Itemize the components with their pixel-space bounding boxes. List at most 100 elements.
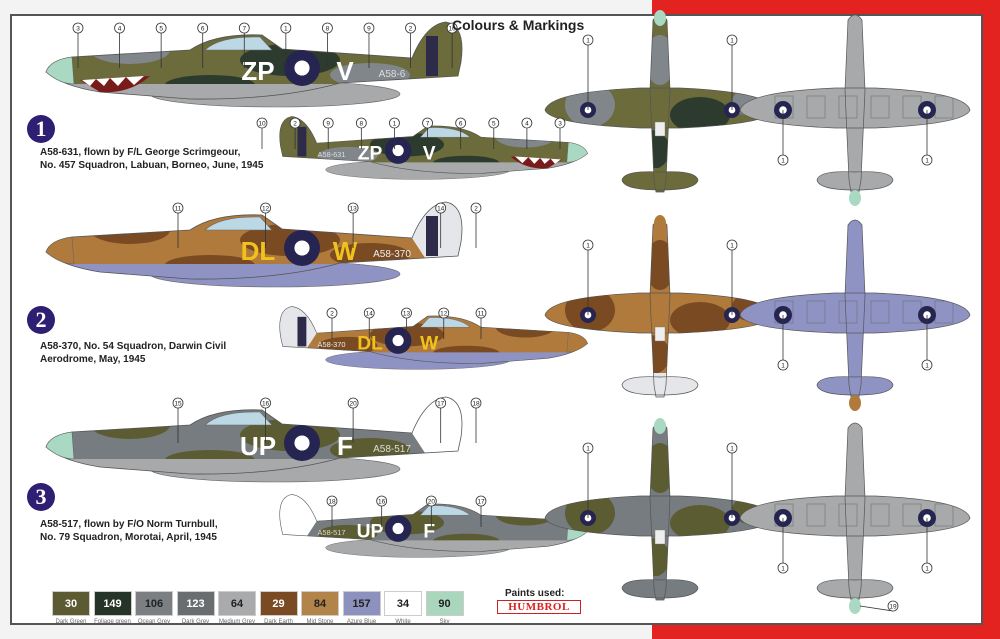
- underside: [279, 540, 588, 552]
- callout-number: 18: [328, 499, 336, 506]
- callout-number: 1: [925, 566, 929, 573]
- roundel-center: [392, 522, 404, 535]
- callout-number: 12: [262, 206, 270, 213]
- callout-marker: [470, 397, 482, 409]
- callout-marker: [554, 117, 566, 129]
- panel-line: [838, 503, 858, 527]
- cockpit: [654, 326, 666, 342]
- squadron-codes: DL: [241, 236, 276, 266]
- callout-number: 1: [284, 26, 288, 33]
- paint-swatch-30: 30: [52, 591, 90, 616]
- roundel-center: [294, 60, 310, 76]
- callout-marker: [455, 117, 467, 129]
- callout-number: 13: [403, 311, 411, 318]
- camo-patch: [90, 411, 170, 439]
- callout-number: 2: [409, 26, 413, 33]
- paint-swatch-84: 84: [301, 591, 339, 616]
- paint-swatch-64: 64: [218, 591, 256, 616]
- squadron-codes: ZP: [241, 56, 274, 86]
- callout-marker: [260, 397, 271, 409]
- callout-number: 12: [440, 311, 448, 318]
- squadron-codes: DL: [357, 333, 383, 354]
- camo-patch: [90, 216, 170, 244]
- paint-name: White: [395, 619, 411, 625]
- paint-name: Mid Stone: [306, 619, 334, 625]
- serial-number: A58-370: [318, 340, 346, 349]
- callout-number: 1: [730, 243, 734, 250]
- callout-number: 20: [428, 499, 436, 506]
- caption-line: A58-631, flown by F/L George Scrimgeour,: [40, 147, 241, 158]
- callout-marker: [401, 307, 412, 319]
- underside: [279, 162, 588, 174]
- caption-line: A58-517, flown by F/O Norm Turnbull,: [40, 519, 218, 530]
- fin-flash: [297, 316, 307, 347]
- callout-number: 14: [437, 206, 445, 213]
- aircraft-letter: W: [333, 236, 358, 266]
- callout-number: 6: [201, 26, 205, 33]
- callout-number: 19: [889, 604, 897, 611]
- serial-number: A58-370: [373, 249, 411, 260]
- callout-marker: [446, 22, 458, 34]
- fin-flash: [426, 216, 438, 256]
- callout-marker: [326, 495, 338, 507]
- tailplane: [545, 373, 775, 397]
- camo-patch: [495, 316, 555, 338]
- aircraft-letter: W: [420, 333, 439, 354]
- callout-number: 13: [350, 206, 358, 213]
- callout-number: 4: [525, 121, 529, 128]
- callout-number: 1: [925, 363, 929, 370]
- outline: [816, 171, 894, 191]
- serial-number: A58-631: [318, 150, 346, 159]
- scheme-number-3: 3: [27, 483, 55, 511]
- caption-line: Aerodrome, May, 1945: [40, 354, 146, 365]
- callout-number: 2: [330, 311, 334, 318]
- bottom-view: [739, 422, 971, 614]
- panel-line: [838, 300, 858, 324]
- callout-number: 16: [378, 499, 386, 506]
- panel-line: [806, 95, 826, 119]
- side-view: DL W A58-370: [45, 201, 463, 288]
- callout-number: 11: [478, 311, 485, 318]
- callout-marker: [256, 117, 268, 129]
- side-view: DL W A58-370: [279, 306, 588, 370]
- aircraft-letter: V: [336, 56, 354, 86]
- scheme-number-1: 1: [27, 115, 55, 143]
- spinner: [849, 395, 861, 411]
- spinner: [654, 10, 666, 26]
- camo-patch: [670, 97, 730, 133]
- fin-flash: [297, 126, 307, 157]
- callout-number: 5: [159, 26, 163, 33]
- fin-flash: [426, 36, 438, 76]
- camo-patch: [495, 126, 555, 148]
- canopy: [204, 216, 273, 231]
- callout-number: 8: [360, 121, 364, 128]
- red-border-top: [652, 0, 1000, 16]
- callout-marker: [155, 22, 167, 34]
- canopy: [204, 36, 273, 51]
- cockpit: [654, 529, 666, 545]
- camo-patch: [670, 302, 730, 338]
- paint-name: Dark Earth: [264, 619, 293, 625]
- callout-number: 9: [367, 26, 371, 33]
- spinner: [654, 215, 666, 231]
- spinner: [45, 431, 75, 460]
- callout-number: 6: [459, 121, 463, 128]
- paint-swatch-157: 157: [342, 591, 381, 616]
- camo-patch: [670, 505, 730, 541]
- callout-marker: [197, 22, 209, 34]
- callout-number: 1: [730, 446, 734, 453]
- roundel-center: [392, 144, 404, 157]
- callout-marker: [470, 202, 482, 214]
- caption-line: A58-370, No. 54 Squadron, Darwin Civil: [40, 341, 227, 352]
- panel-line: [870, 300, 890, 324]
- camo-patch: [645, 443, 675, 493]
- spinner: [849, 190, 861, 206]
- underside: [279, 352, 588, 364]
- paint-swatch-106: 106: [135, 591, 173, 616]
- callout-number: 2: [293, 121, 297, 128]
- callout-number: 1: [781, 363, 785, 370]
- panel-line: [806, 300, 826, 324]
- callout-number: 1: [781, 158, 785, 165]
- callout-marker: [582, 34, 594, 46]
